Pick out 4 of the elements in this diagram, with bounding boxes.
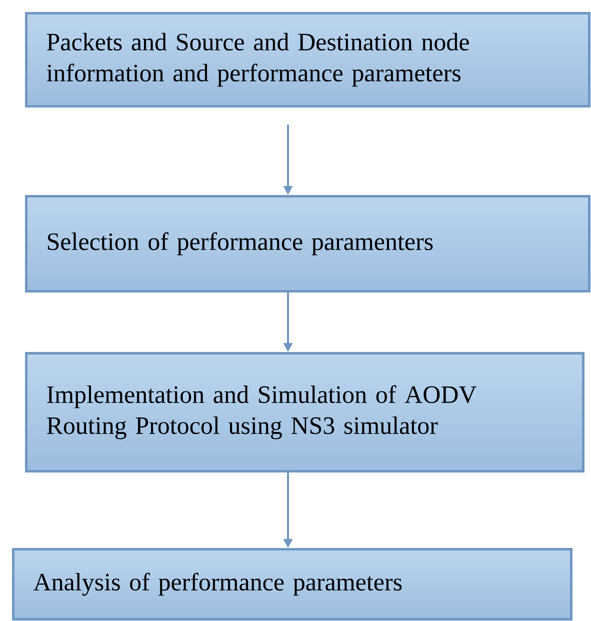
- process-box: Selection of performance paramenters: [25, 195, 590, 292]
- process-box: Implementation and Simulation of AODV Routing Protocol using NS3 simulator: [25, 352, 584, 472]
- process-box: Analysis of performance parameters: [12, 548, 572, 620]
- process-box: Packets and Source and Destination node information and performance parameters: [25, 12, 590, 108]
